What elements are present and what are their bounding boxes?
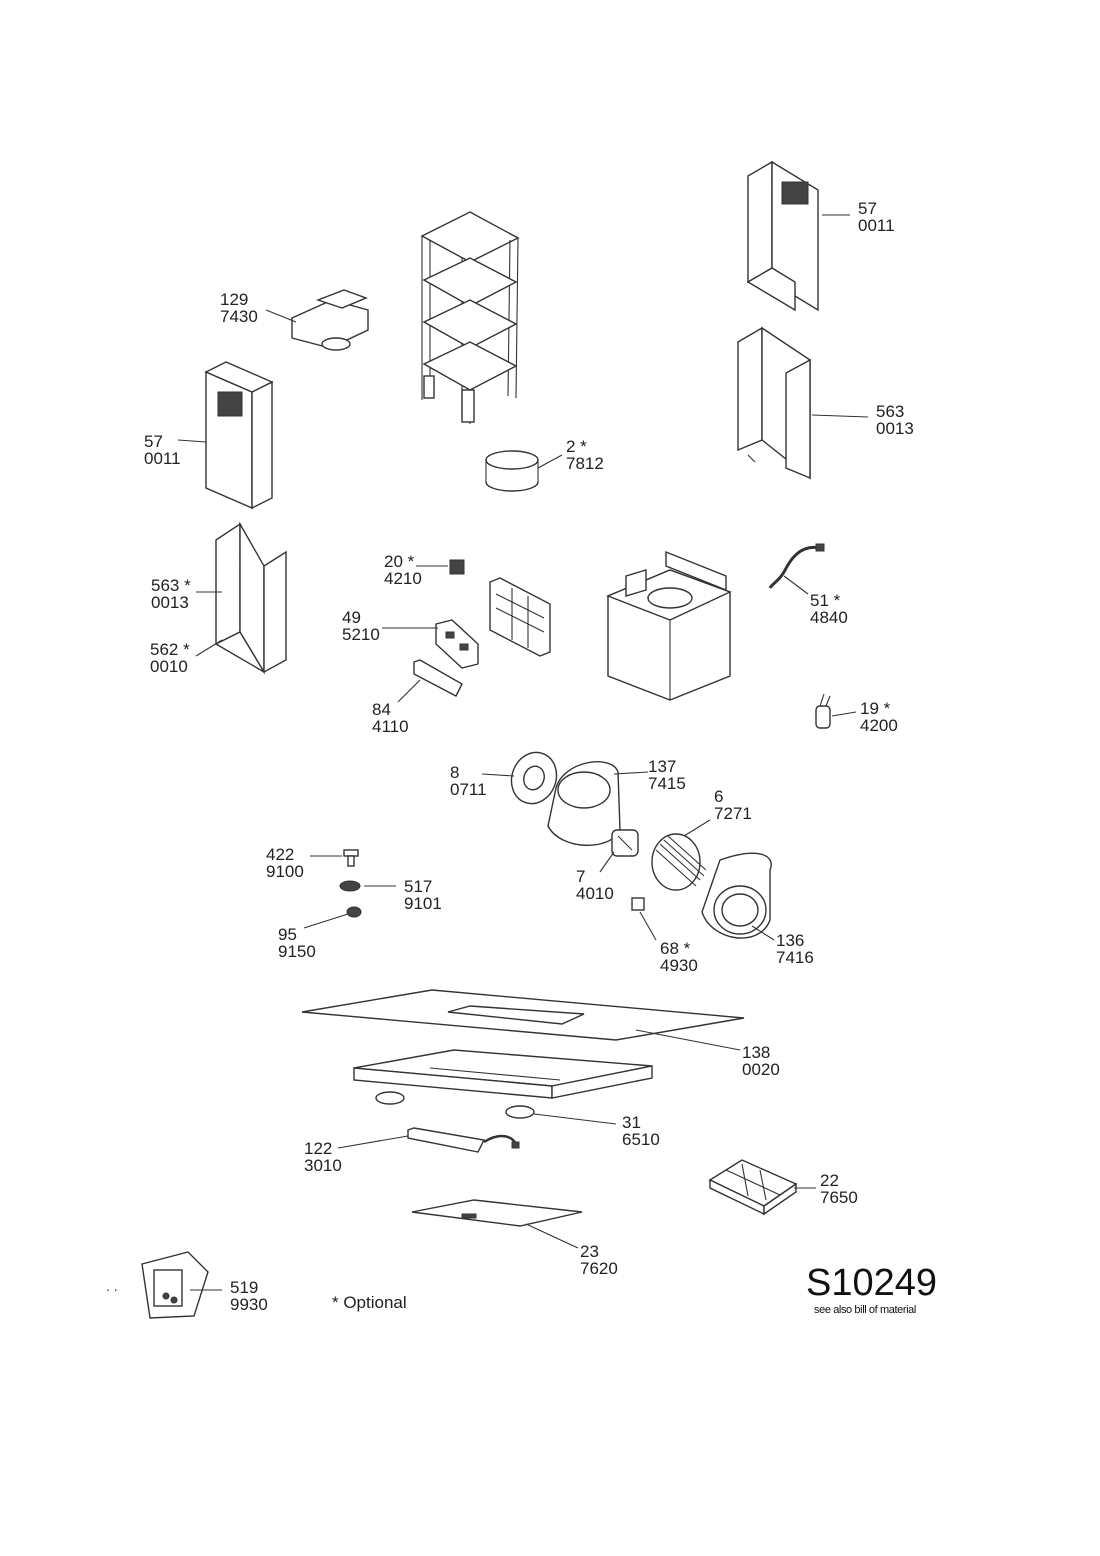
- circuit-board: [435, 619, 479, 669]
- part-label: 563 *0013: [151, 576, 191, 612]
- glass-canopy: [301, 989, 745, 1041]
- fan-impeller: [651, 833, 707, 891]
- stray-marks: . .: [106, 1278, 118, 1294]
- chimney-cover-lower-left: [214, 521, 287, 675]
- blower-scroll-front: [547, 761, 621, 847]
- part-label: 68 *4930: [660, 939, 698, 975]
- grease-filter-frame: [489, 577, 551, 657]
- air-diverter: [291, 289, 369, 351]
- power-cable: [768, 543, 825, 589]
- blower-scroll-rear: [701, 852, 772, 939]
- reducer-ring: [485, 450, 539, 492]
- accessory-bag: [141, 1251, 209, 1319]
- part-label: 562 *0010: [150, 640, 190, 676]
- control-panel-84: [413, 659, 463, 697]
- support-frame-tower: [420, 211, 520, 424]
- hood-base-plate: [353, 1049, 653, 1099]
- fan-motor: [611, 829, 639, 857]
- nut-95: [346, 906, 362, 918]
- chimney-cover-upper-right: [746, 160, 819, 312]
- part-label: 19 *4200: [860, 699, 898, 735]
- motor-plate: [510, 751, 558, 805]
- small-part-68: [631, 897, 645, 911]
- chimney-cover-left: [204, 361, 274, 510]
- washer-517: [339, 880, 361, 892]
- drawing-subtitle: see also bill of material: [814, 1304, 916, 1316]
- small-switch-20: [449, 559, 465, 575]
- light-cover-31: [375, 1091, 535, 1119]
- screw-422: [343, 849, 359, 867]
- capacitor: [815, 693, 831, 729]
- part-label: 2 *7812: [566, 437, 604, 473]
- drawing-number: S10249: [806, 1262, 938, 1304]
- part-label: 20 *4210: [384, 552, 422, 588]
- charcoal-filter: [708, 1159, 798, 1216]
- optional-note: * Optional: [332, 1293, 407, 1312]
- grease-filter-plate: [411, 1199, 583, 1227]
- chimney-cover-right: [737, 326, 811, 480]
- part-label: 51 *4840: [810, 591, 848, 627]
- light-bar: [407, 1127, 520, 1153]
- motor-housing-box: [606, 550, 732, 701]
